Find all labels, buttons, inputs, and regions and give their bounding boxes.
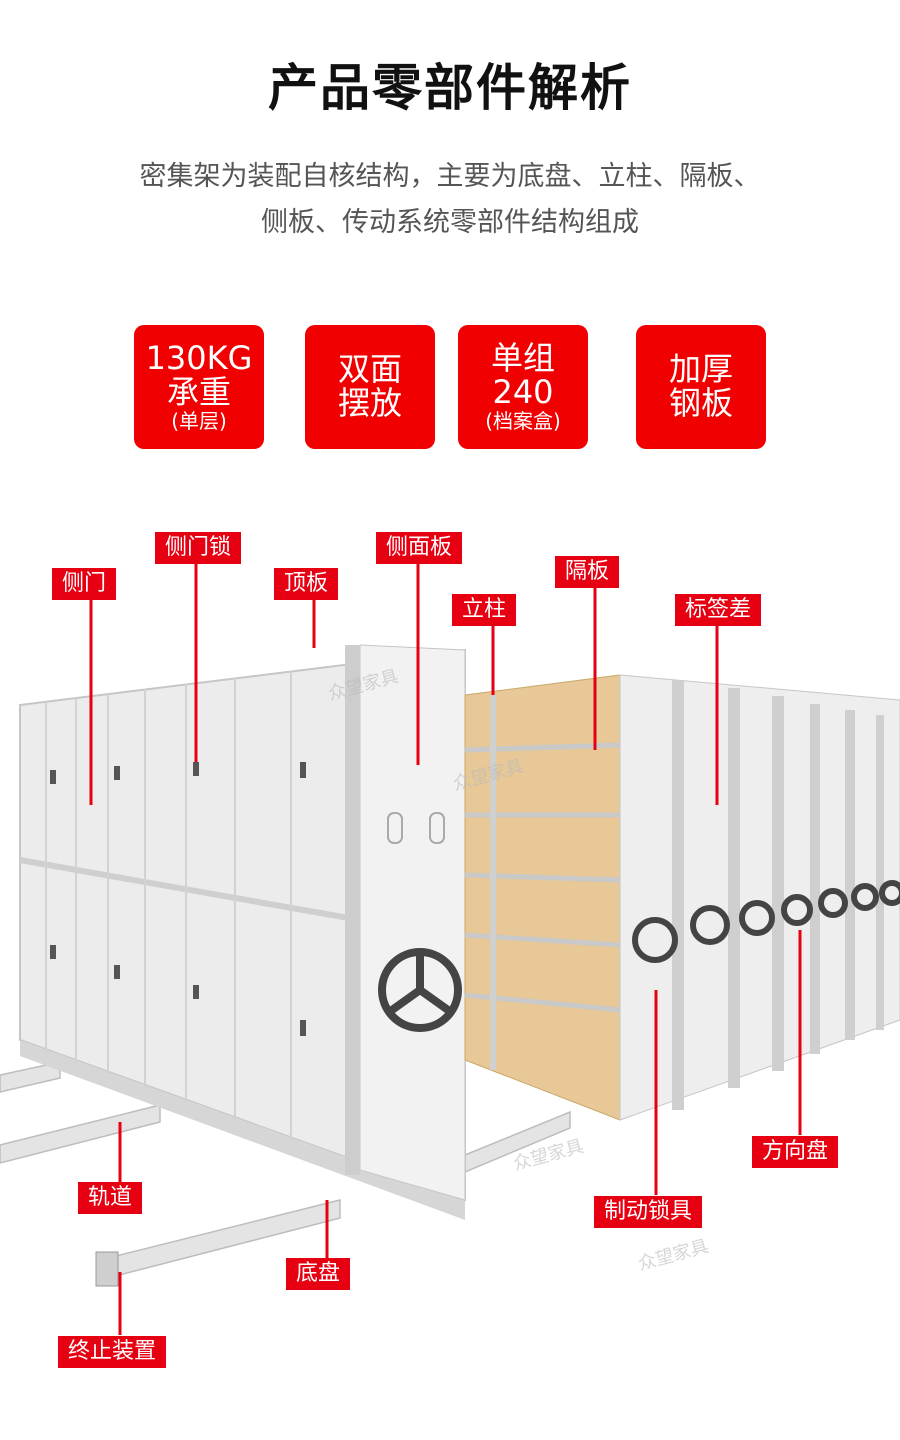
left-cabinet: [19, 644, 466, 1220]
badge-steel-line1: 加厚: [668, 350, 733, 389]
badge-capacity: 单组 240 (档案盒): [458, 325, 588, 449]
right-shelving: [464, 674, 900, 1121]
badge-double-line1: 双面: [337, 350, 402, 389]
page-title: 产品零部件解析: [268, 59, 632, 117]
badge-capacity-line1: 单组: [490, 338, 555, 377]
label-shelf: 隔板: [555, 556, 620, 588]
label-brake-lock: 制动锁具: [594, 1196, 703, 1228]
label-side-panel: 侧面板: [376, 532, 463, 564]
leader-lines: [89, 564, 802, 1335]
label-side-door-lock: 侧门锁: [155, 532, 242, 564]
label-stop-device: 终止装置: [58, 1336, 167, 1368]
label-top-panel: 顶板: [274, 568, 339, 600]
label-track: 轨道: [78, 1182, 143, 1214]
badge-load-note: (单层): [171, 409, 227, 434]
watermark-4: 众望家具: [636, 1236, 711, 1275]
label-side-door: 侧门: [52, 568, 117, 600]
badge-load-line1: 130KG: [145, 338, 253, 377]
badge-load: 130KG 承重 (单层): [134, 325, 264, 449]
badge-double-line2: 摆放: [337, 384, 402, 422]
badge-capacity-note: (档案盒): [485, 409, 561, 434]
cabinet-drawing: 众望家具 众望家具 众望家具 众望家具: [0, 564, 900, 1335]
label-column: 立柱: [452, 594, 517, 626]
label-label-tab: 标签差: [675, 594, 762, 626]
product-illustration: 众望家具 众望家具 众望家具 众望家具 侧门 侧门锁 顶板 侧面板 立柱 隔板 …: [0, 500, 900, 1440]
steering-wheel-icon: [378, 948, 462, 1032]
stop-device-icon: [95, 1251, 119, 1287]
badge-steel-line2: 钢板: [668, 384, 733, 422]
badge-double-sided: 双面 摆放: [305, 325, 435, 449]
badge-thick-steel: 加厚 钢板: [636, 325, 766, 449]
description-line-1: 密集架为装配自核结构，主要为底盘、立柱、隔板、: [139, 161, 761, 192]
badge-capacity-line2: 240: [492, 372, 554, 411]
label-handwheel: 方向盘: [752, 1136, 839, 1168]
badge-load-line2: 承重: [166, 372, 231, 411]
description-line-2: 侧板、传动系统零部件结构组成: [261, 207, 639, 238]
label-chassis: 底盘: [286, 1258, 351, 1290]
